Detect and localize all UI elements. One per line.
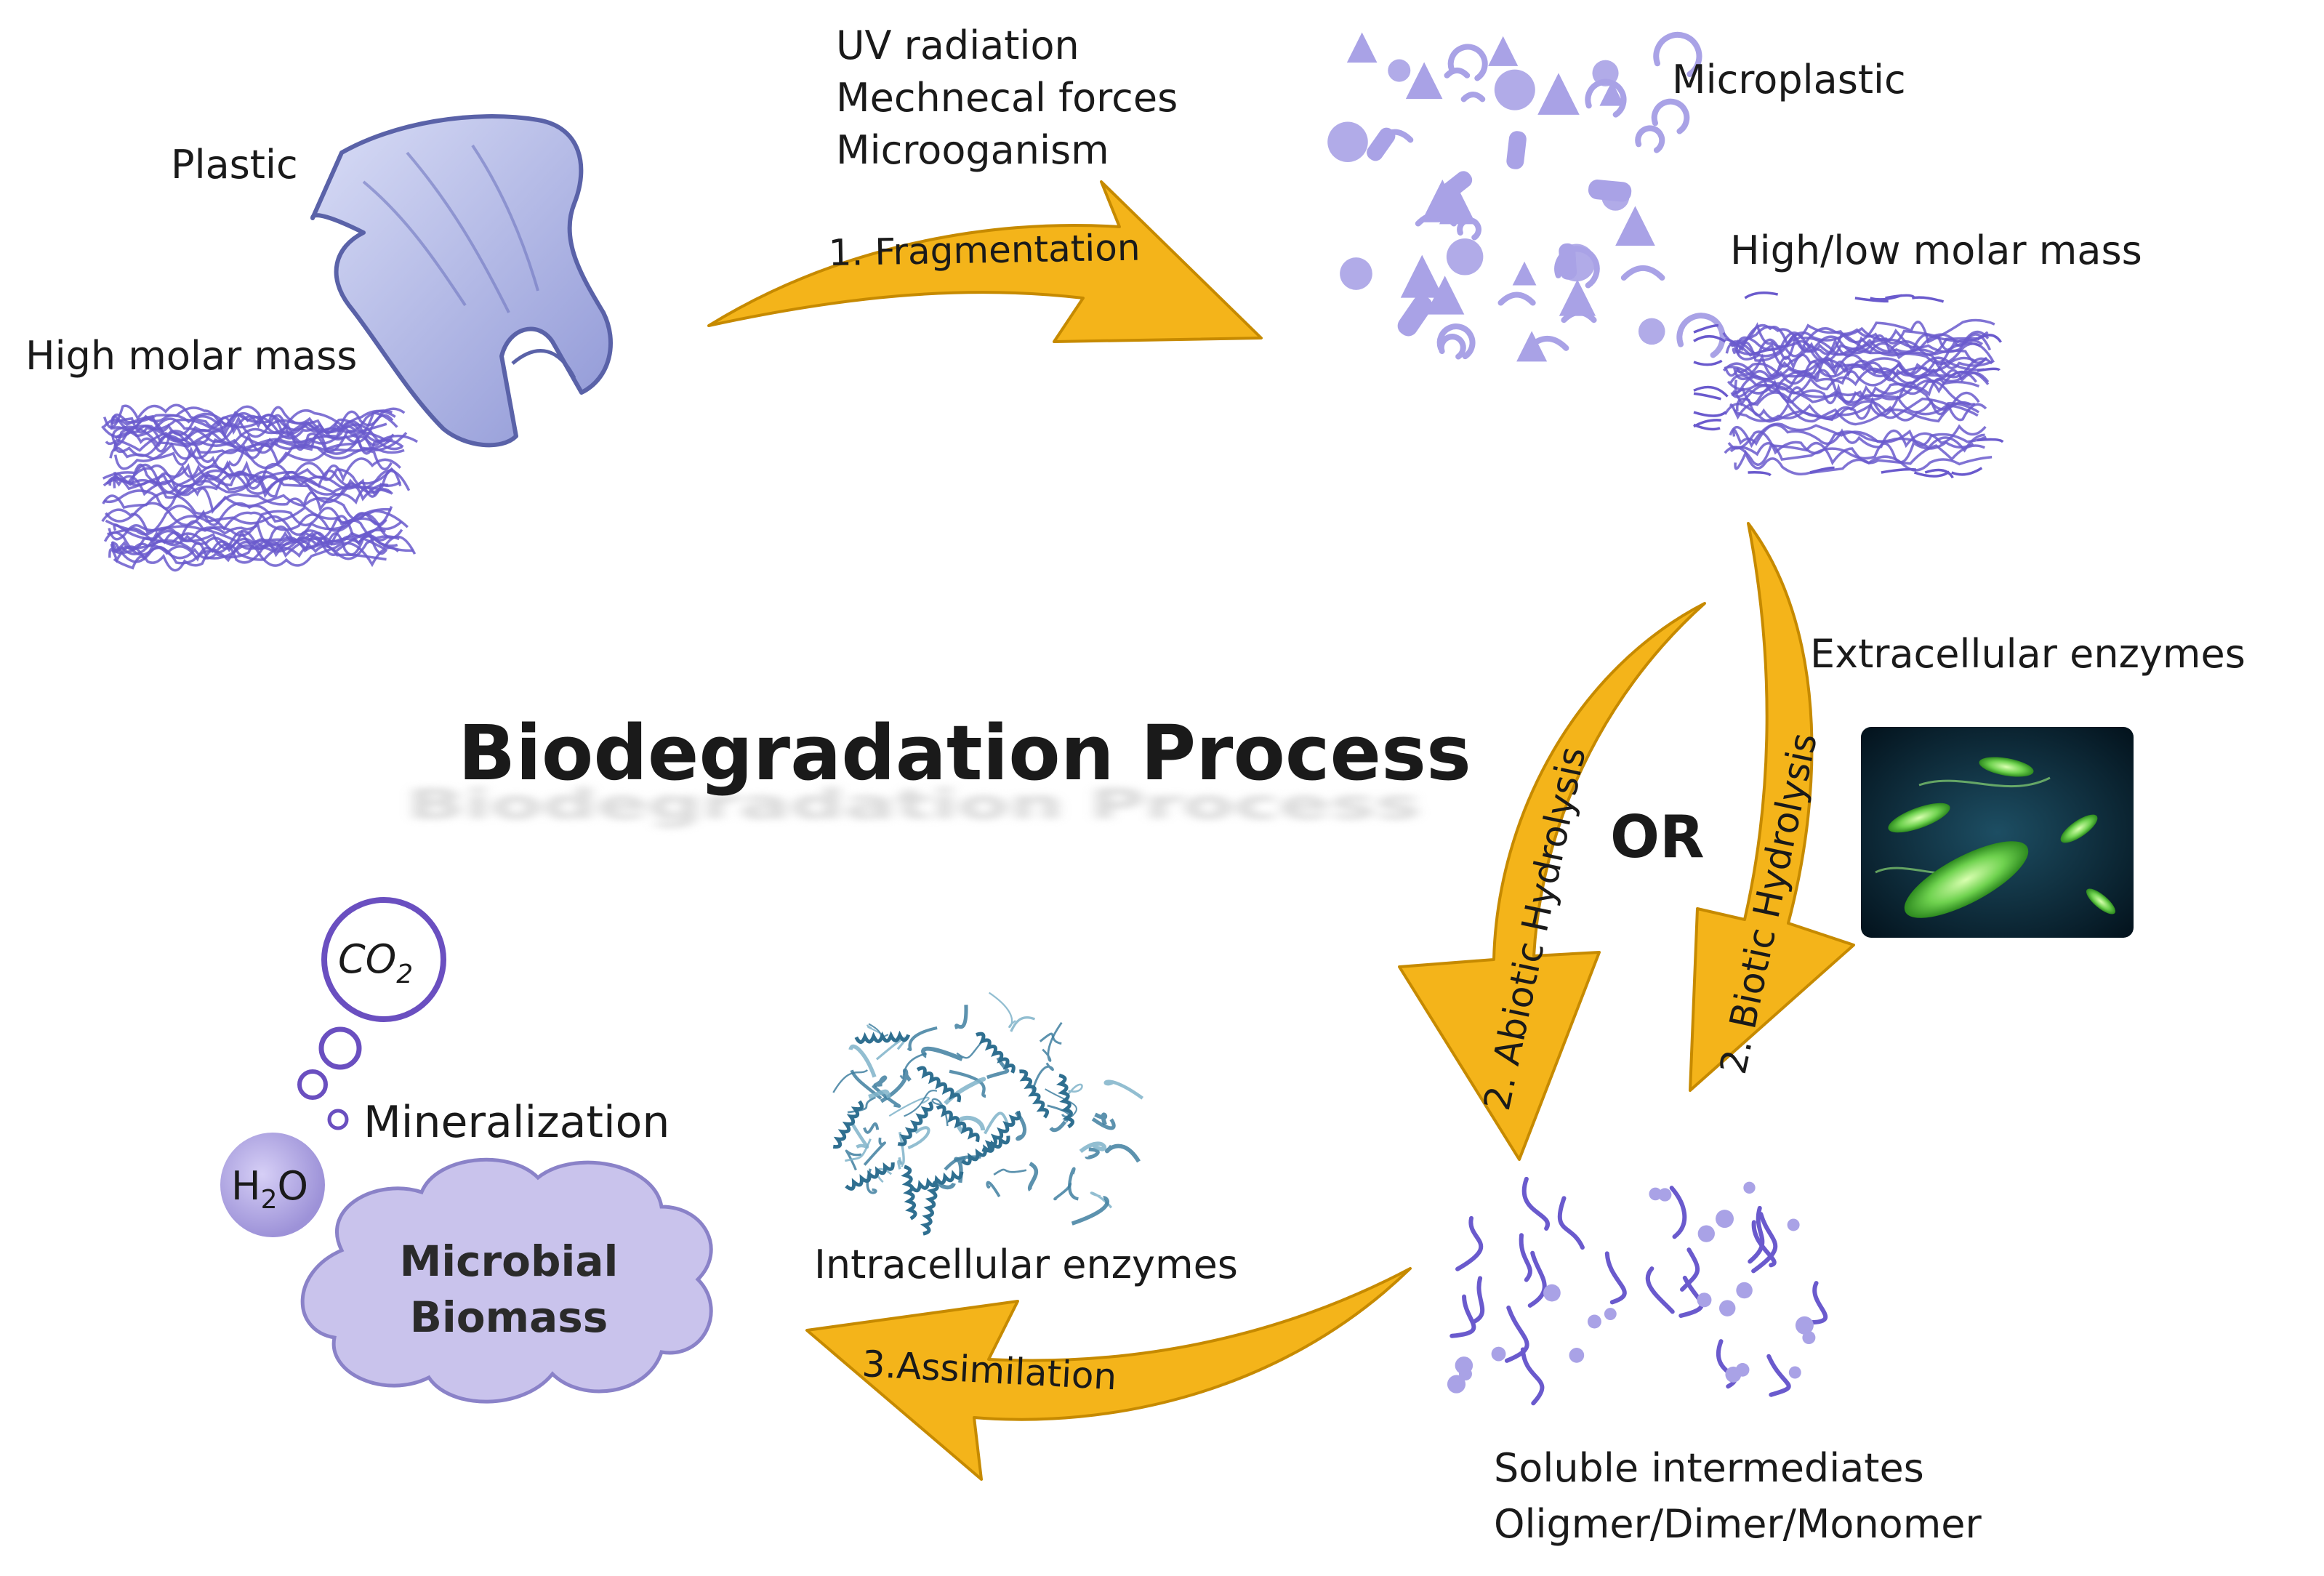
co2-bubble-icon: CO2 (297, 897, 446, 1130)
h2o-subscript: 2 (261, 1185, 278, 1215)
plastic-label: Plastic (171, 142, 298, 188)
enzyme-protein-structure-image (832, 992, 1144, 1236)
polymer-chain-tangle-mixed (1693, 291, 2004, 479)
title-shadow: Biodegradation Process (407, 779, 1420, 829)
fragmentation-label: 1. Fragmentation (828, 227, 1141, 274)
mineralization-label: Mineralization (363, 1097, 670, 1148)
biomass-line1: Microbial (400, 1237, 619, 1286)
microbial-biomass-cloud-icon: Microbial Biomass (300, 1157, 713, 1404)
cause-uv-radiation: UV radiation (836, 23, 1079, 68)
svg-text:H2O: H2O (231, 1163, 308, 1215)
h2o-droplet-icon: H2O (220, 1133, 325, 1237)
soluble-intermediates-icon (1447, 1176, 1828, 1406)
biomass-line2: Biomass (410, 1292, 608, 1342)
plastic-bag-icon (310, 114, 613, 448)
cause-microorganism: Microoganism (836, 127, 1109, 173)
cause-mechanical-forces: Mechnecal forces (836, 75, 1178, 121)
bacteria-image (1861, 727, 2134, 938)
assimilation-arrow: 3.Assimilation (805, 1267, 1412, 1481)
soluble-intermediates-label: Soluble intermediates (1494, 1445, 1924, 1491)
h2o-h: H (231, 1163, 261, 1209)
fragmentation-arrow: 1. Fragmentation (707, 180, 1263, 343)
microplastic-fragments-icon (1327, 31, 1726, 362)
diagram-title: Biodegradation Process (458, 709, 1471, 797)
microplastic-label: Microplastic (1672, 57, 1906, 102)
oligomer-label: Oligmer/Dimer/Monomer (1494, 1501, 1982, 1547)
polymer-chain-tangle (101, 403, 419, 572)
co2-subscript: 2 (396, 960, 413, 989)
h2o-o: O (278, 1163, 309, 1209)
high-molar-mass-label: High molar mass (25, 333, 358, 379)
co2-text: CO (338, 936, 396, 982)
or-label: OR (1610, 803, 1705, 871)
high-low-molar-mass-label: High/low molar mass (1730, 228, 2142, 273)
intracellular-enzymes-label: Intracellular enzymes (814, 1242, 1238, 1287)
extracellular-enzymes-label: Extracellular enzymes (1810, 631, 2245, 677)
svg-text:CO2: CO2 (338, 936, 413, 989)
abiotic-hydrolysis-arrow: 2. Abiotic Hydrolysis (1398, 602, 1706, 1161)
biotic-hydrolysis-arrow: 2. Biotic Hydrolysis (1689, 522, 1855, 1092)
